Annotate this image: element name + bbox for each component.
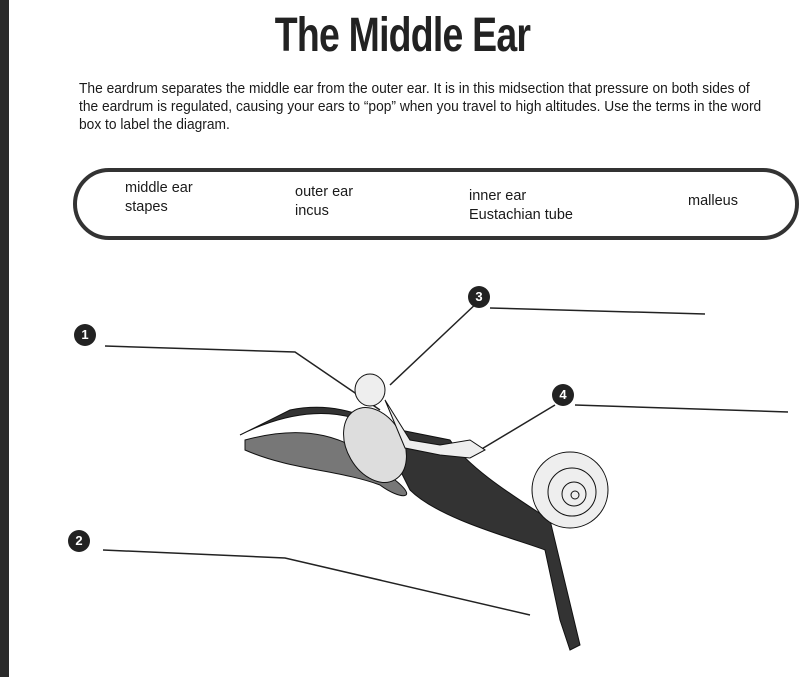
pointer-4 xyxy=(479,404,556,451)
cochlea xyxy=(531,451,609,529)
answer-line-3 xyxy=(489,307,706,315)
label-number-1: 1 xyxy=(74,324,96,346)
word-middle-ear: middle ear xyxy=(125,180,193,196)
scan-edge xyxy=(0,0,9,677)
page-title: The Middle Ear xyxy=(274,9,531,62)
answer-line-4 xyxy=(574,404,789,413)
answer-line-2 xyxy=(102,549,531,616)
ossicles xyxy=(384,399,486,459)
pointer-3 xyxy=(389,299,481,386)
outer-canal xyxy=(244,432,408,497)
label-number-2: 2 xyxy=(68,530,90,552)
instructions: The eardrum separates the middle ear fro… xyxy=(79,81,762,133)
word-eustachian-tube: Eustachian tube xyxy=(469,207,573,223)
label-number-3: 3 xyxy=(468,286,490,308)
answer-line-1 xyxy=(104,345,381,411)
word-outer-ear: outer ear xyxy=(295,184,354,200)
malleus-shape xyxy=(354,373,386,407)
word-stapes: stapes xyxy=(125,199,168,215)
word-box: middle ear stapes outer ear incus inner … xyxy=(73,168,799,240)
word-malleus: malleus xyxy=(688,193,738,209)
word-incus: incus xyxy=(295,203,329,219)
word-inner-ear: inner ear xyxy=(469,188,527,204)
label-number-4: 4 xyxy=(552,384,574,406)
